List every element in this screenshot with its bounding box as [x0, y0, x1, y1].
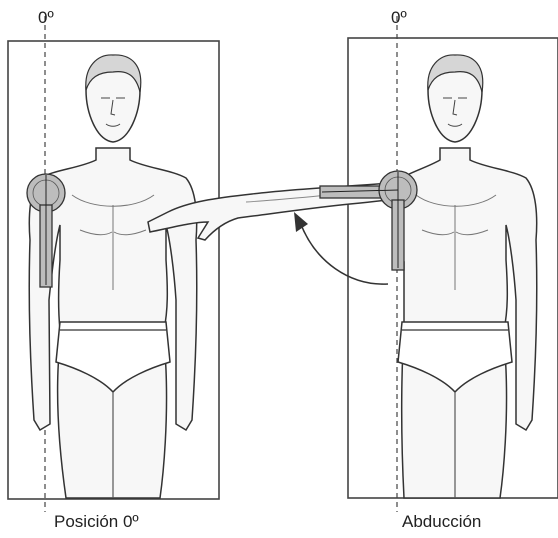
right-caption: Abducción — [402, 512, 481, 532]
abduction-arrow — [294, 212, 388, 284]
right-figure — [148, 16, 558, 512]
right-angle-label: 0º — [391, 8, 407, 28]
right-goniometer — [320, 171, 417, 270]
left-angle-label: 0º — [38, 8, 54, 28]
left-caption: Posición 0º — [54, 512, 139, 532]
left-figure — [8, 16, 219, 512]
